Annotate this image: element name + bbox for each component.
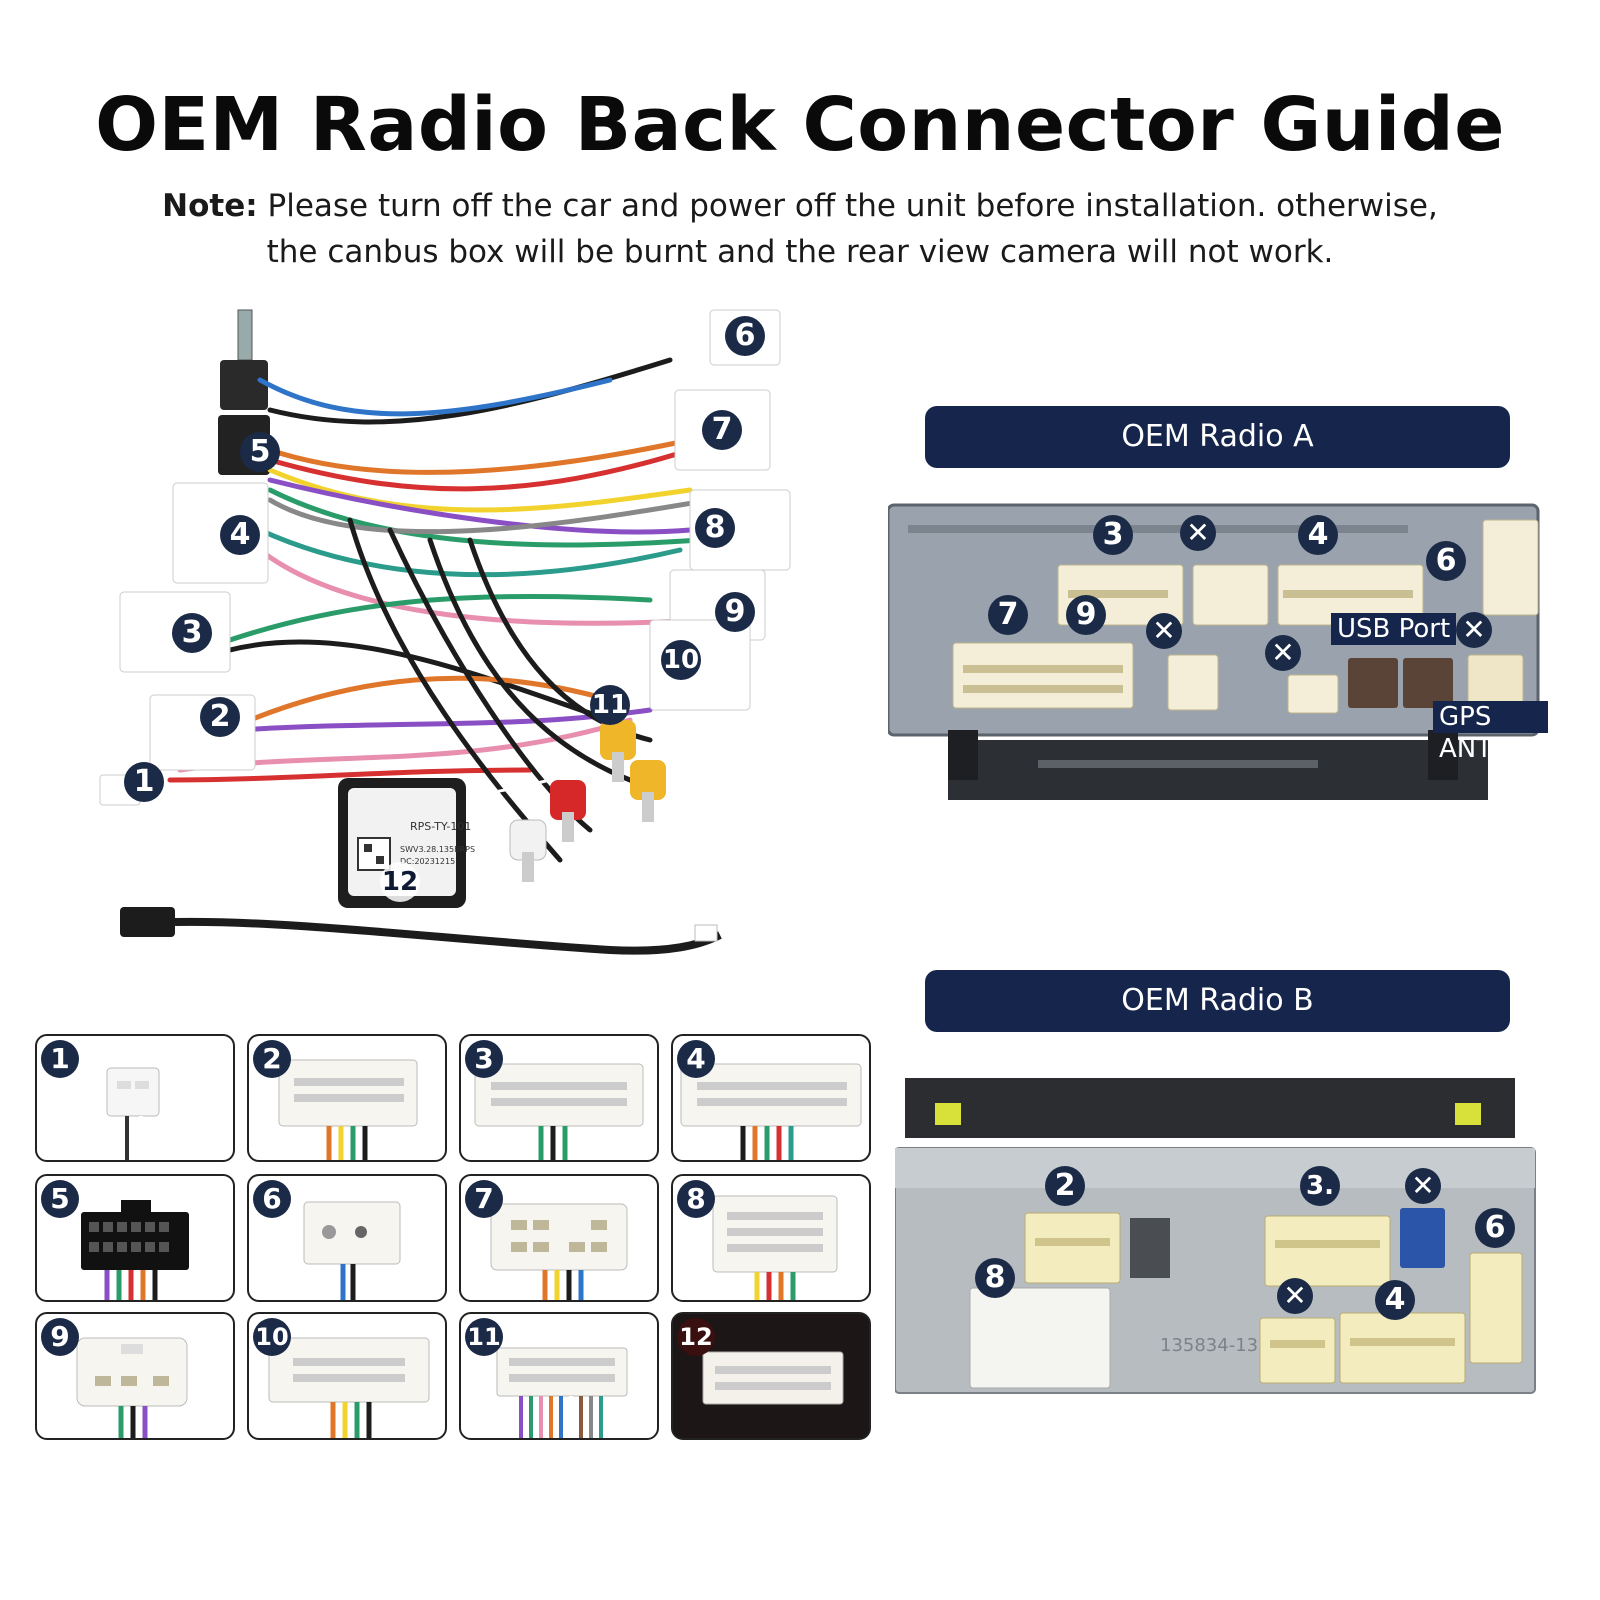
radio-a-photo: 3 ✕ 4 6 7 9 ✕ ✕ USB Port ✕ GPS ANT	[886, 495, 1548, 825]
harness-photo: RPS-TY-101 SWV3.28.135BRPS DC:20231215 6…	[90, 300, 850, 980]
connector-image-6	[303, 1201, 401, 1300]
connector-cell-2: 2	[247, 1034, 447, 1162]
connector-cell-7: 7	[459, 1174, 659, 1302]
harness-label-6: 6	[725, 316, 765, 356]
connector-number-7: 7	[465, 1180, 503, 1218]
radio-a-unused-port-4: ✕	[1456, 612, 1492, 648]
connector-number-10: 10	[253, 1318, 291, 1356]
connector-cell-9: 9	[35, 1312, 235, 1440]
page-title: OEM Radio Back Connector Guide	[95, 82, 1505, 168]
connector-image-5	[81, 1200, 189, 1300]
connector-image-12	[702, 1351, 844, 1405]
radio-b-port-4: 4	[1375, 1280, 1415, 1320]
connector-number-3: 3	[465, 1040, 503, 1078]
connector-number-6: 6	[253, 1180, 291, 1218]
radio-b-photo: 135834-13 2 3. ✕ 6 8 ✕ 4	[894, 1058, 1545, 1398]
module-sw-text: SWV3.28.135BRPS	[400, 845, 475, 854]
harness-label-11: 11	[590, 685, 630, 725]
connector-cell-10: 10	[247, 1312, 447, 1440]
connector-cell-5: 5	[35, 1174, 235, 1302]
module-model-text: RPS-TY-101	[410, 820, 471, 833]
harness-label-4: 4	[220, 515, 260, 555]
connector-cell-12: 12	[671, 1312, 871, 1440]
connector-image-3	[474, 1063, 644, 1160]
radio-b-port-3: 3.	[1300, 1166, 1340, 1206]
harness-label-8: 8	[695, 508, 735, 548]
radio-b-port-8: 8	[975, 1258, 1015, 1298]
radio-b-unused-port-2: ✕	[1277, 1278, 1313, 1314]
radio-a-port-7: 7	[988, 595, 1028, 635]
harness-label-5: 5	[240, 432, 280, 472]
connector-image-8	[712, 1195, 838, 1300]
connector-number-5: 5	[41, 1180, 79, 1218]
connector-cell-3: 3	[459, 1034, 659, 1162]
connector-number-9: 9	[41, 1318, 79, 1356]
usb-port-label: USB Port	[1331, 613, 1457, 645]
note-line-2: the canbus box will be burnt and the rea…	[266, 234, 1334, 270]
connector-number-1: 1	[41, 1040, 79, 1078]
connector-image-2	[278, 1059, 418, 1160]
gps-ant-label: GPS ANT	[1433, 701, 1548, 764]
radio-b-serial: 135834-13	[1160, 1335, 1258, 1356]
radio-a-port-6: 6	[1426, 541, 1466, 581]
harness-label-12: 12	[380, 862, 420, 902]
connector-number-12: 12	[677, 1318, 715, 1356]
module-dc-text: DC:20231215	[400, 857, 455, 866]
harness-label-3: 3	[172, 613, 212, 653]
radio-a-port-4: 4	[1298, 515, 1338, 555]
banner-oem-radio-b: OEM Radio B	[925, 970, 1510, 1032]
radio-b-port-2: 2	[1045, 1166, 1085, 1206]
harness-label-10: 10	[661, 640, 701, 680]
connector-cell-8: 8	[671, 1174, 871, 1302]
connector-image-9	[76, 1337, 188, 1438]
harness-label-2: 2	[200, 697, 240, 737]
connector-cell-6: 6	[247, 1174, 447, 1302]
radio-a-port-9: 9	[1066, 595, 1106, 635]
install-note: Note: Please turn off the car and power …	[0, 183, 1600, 275]
connector-image-4	[680, 1063, 862, 1160]
note-line-1: Please turn off the car and power off th…	[267, 188, 1438, 224]
radio-a-body	[886, 503, 1540, 800]
harness-label-1: 1	[124, 762, 164, 802]
connector-image-10	[268, 1337, 430, 1438]
connector-image-7	[490, 1203, 628, 1300]
connector-number-8: 8	[677, 1180, 715, 1218]
connector-number-2: 2	[253, 1040, 291, 1078]
connector-number-11: 11	[465, 1318, 503, 1356]
note-label: Note:	[162, 188, 258, 224]
harness-label-7: 7	[702, 410, 742, 450]
connector-number-4: 4	[677, 1040, 715, 1078]
connector-cell-11: 11	[459, 1312, 659, 1440]
connector-cell-4: 4	[671, 1034, 871, 1162]
radio-a-unused-port-1: ✕	[1180, 515, 1216, 551]
connector-image-11	[496, 1347, 628, 1438]
banner-oem-radio-a: OEM Radio A	[925, 406, 1510, 468]
connector-cell-1: 1	[35, 1034, 235, 1162]
radio-a-unused-port-2: ✕	[1146, 613, 1182, 649]
radio-a-port-3: 3	[1093, 515, 1133, 555]
radio-a-unused-port-3: ✕	[1265, 635, 1301, 671]
radio-b-body: 135834-13	[894, 1078, 1536, 1394]
harness-label-9: 9	[715, 592, 755, 632]
radio-b-unused-port-1: ✕	[1405, 1168, 1441, 1204]
connector-image-1	[106, 1067, 160, 1160]
radio-b-port-6: 6	[1475, 1208, 1515, 1248]
